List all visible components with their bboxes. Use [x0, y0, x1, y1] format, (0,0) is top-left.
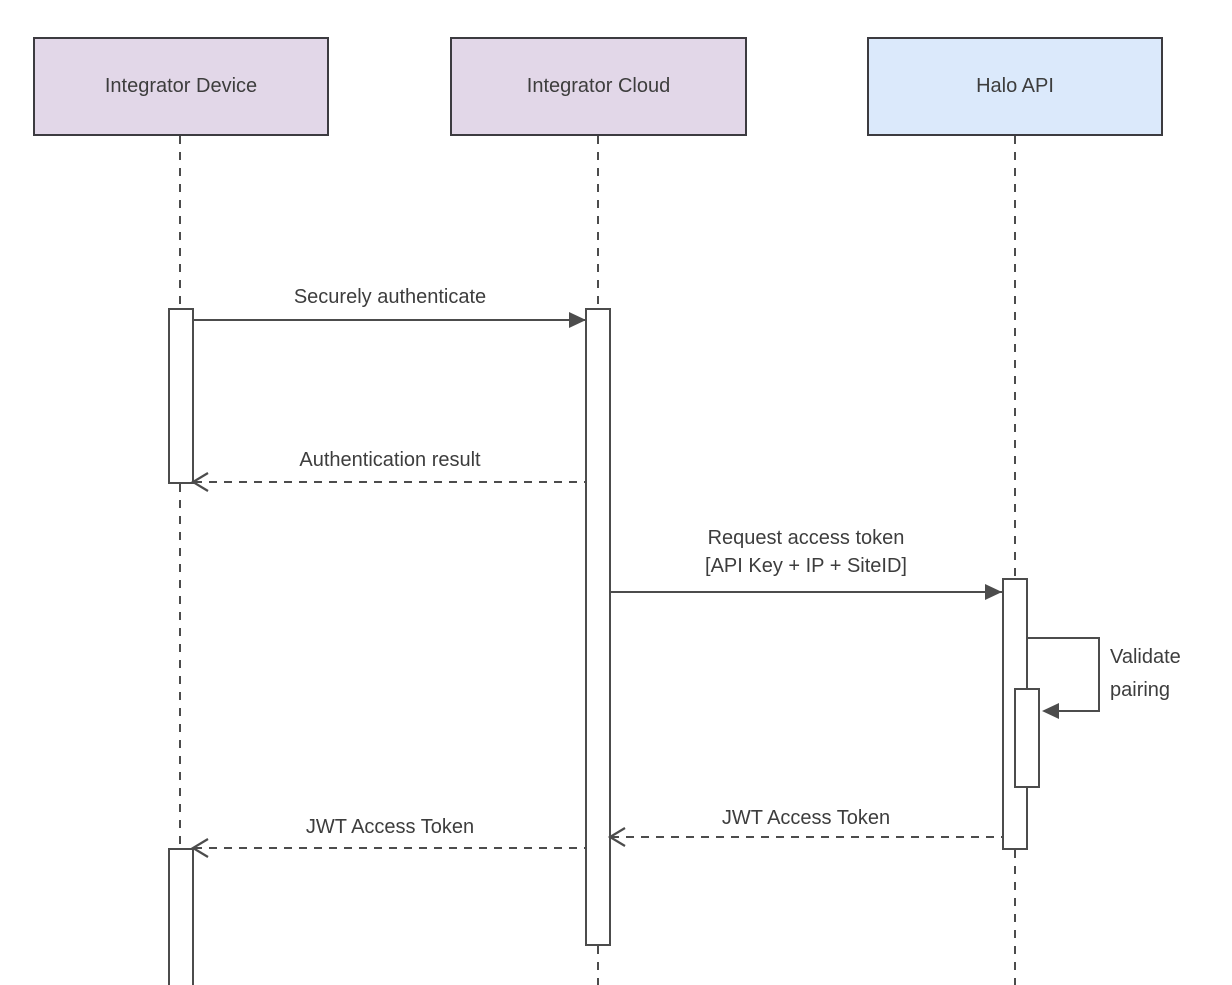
participant-label-halo-api: Halo API: [976, 75, 1054, 97]
message-label-line-1: Request access token: [707, 527, 905, 549]
participant-box-integrator-device: Integrator Device: [33, 37, 329, 136]
message-label-jwt-access-token-right: JWT Access Token: [721, 807, 891, 829]
lifeline-halo-api-top: [1014, 136, 1016, 578]
open-arrowhead-icon: [190, 838, 209, 858]
message-label-validate-pairing: Validate pairing: [1110, 646, 1181, 701]
self-message-loop: [1028, 637, 1100, 711]
message-label-securely-authenticate: Securely authenticate: [293, 286, 487, 308]
message-arrow-jwt-access-token-left: [190, 838, 586, 858]
message-arrow-request-access-token: [611, 584, 1002, 600]
lifeline-halo-api-bottom: [1014, 850, 1016, 985]
message-arrow-jwt-access-token-right: [607, 827, 1002, 847]
message-label-authentication-result: Authentication result: [299, 449, 481, 471]
activation-integrator-device-2: [168, 848, 194, 985]
lifeline-integrator-device-middle: [179, 484, 181, 848]
open-arrowhead-icon: [190, 472, 209, 492]
lifeline-integrator-cloud-bottom: [597, 946, 599, 985]
participant-box-integrator-cloud: Integrator Cloud: [450, 37, 747, 136]
self-message-return-line: [1048, 710, 1100, 712]
activation-halo-api-nested: [1014, 688, 1040, 788]
lifeline-integrator-device-top: [179, 136, 181, 308]
lifeline-integrator-cloud-top: [597, 136, 599, 308]
message-label-request-access-token: Request access token [API Key + IP + Sit…: [656, 524, 956, 580]
message-arrow-authentication-result: [190, 472, 586, 492]
message-label-line-2: [API Key + IP + SiteID]: [705, 555, 907, 577]
participant-label-integrator-cloud: Integrator Cloud: [526, 75, 671, 97]
activation-integrator-cloud: [585, 308, 611, 946]
filled-arrowhead-icon: [569, 312, 586, 328]
open-arrowhead-icon: [607, 827, 626, 847]
participant-label-integrator-device: Integrator Device: [104, 75, 258, 97]
activation-integrator-device-1: [168, 308, 194, 484]
filled-arrowhead-icon: [1042, 703, 1059, 719]
filled-arrowhead-icon: [985, 584, 1002, 600]
message-label-jwt-access-token-left: JWT Access Token: [305, 816, 475, 838]
message-arrow-securely-authenticate: [194, 312, 586, 328]
participant-box-halo-api: Halo API: [867, 37, 1163, 136]
